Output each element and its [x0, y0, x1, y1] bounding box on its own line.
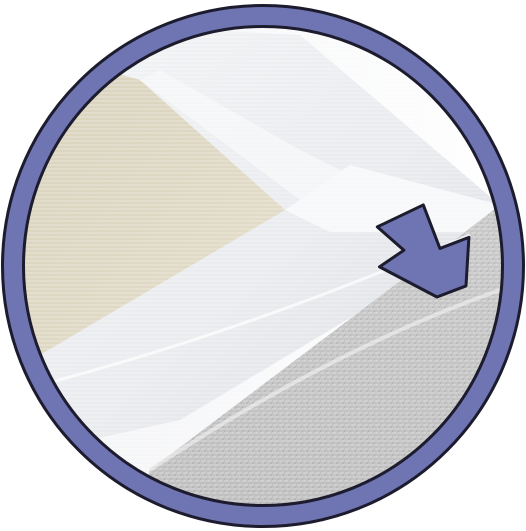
product-detail-image [0, 0, 526, 531]
